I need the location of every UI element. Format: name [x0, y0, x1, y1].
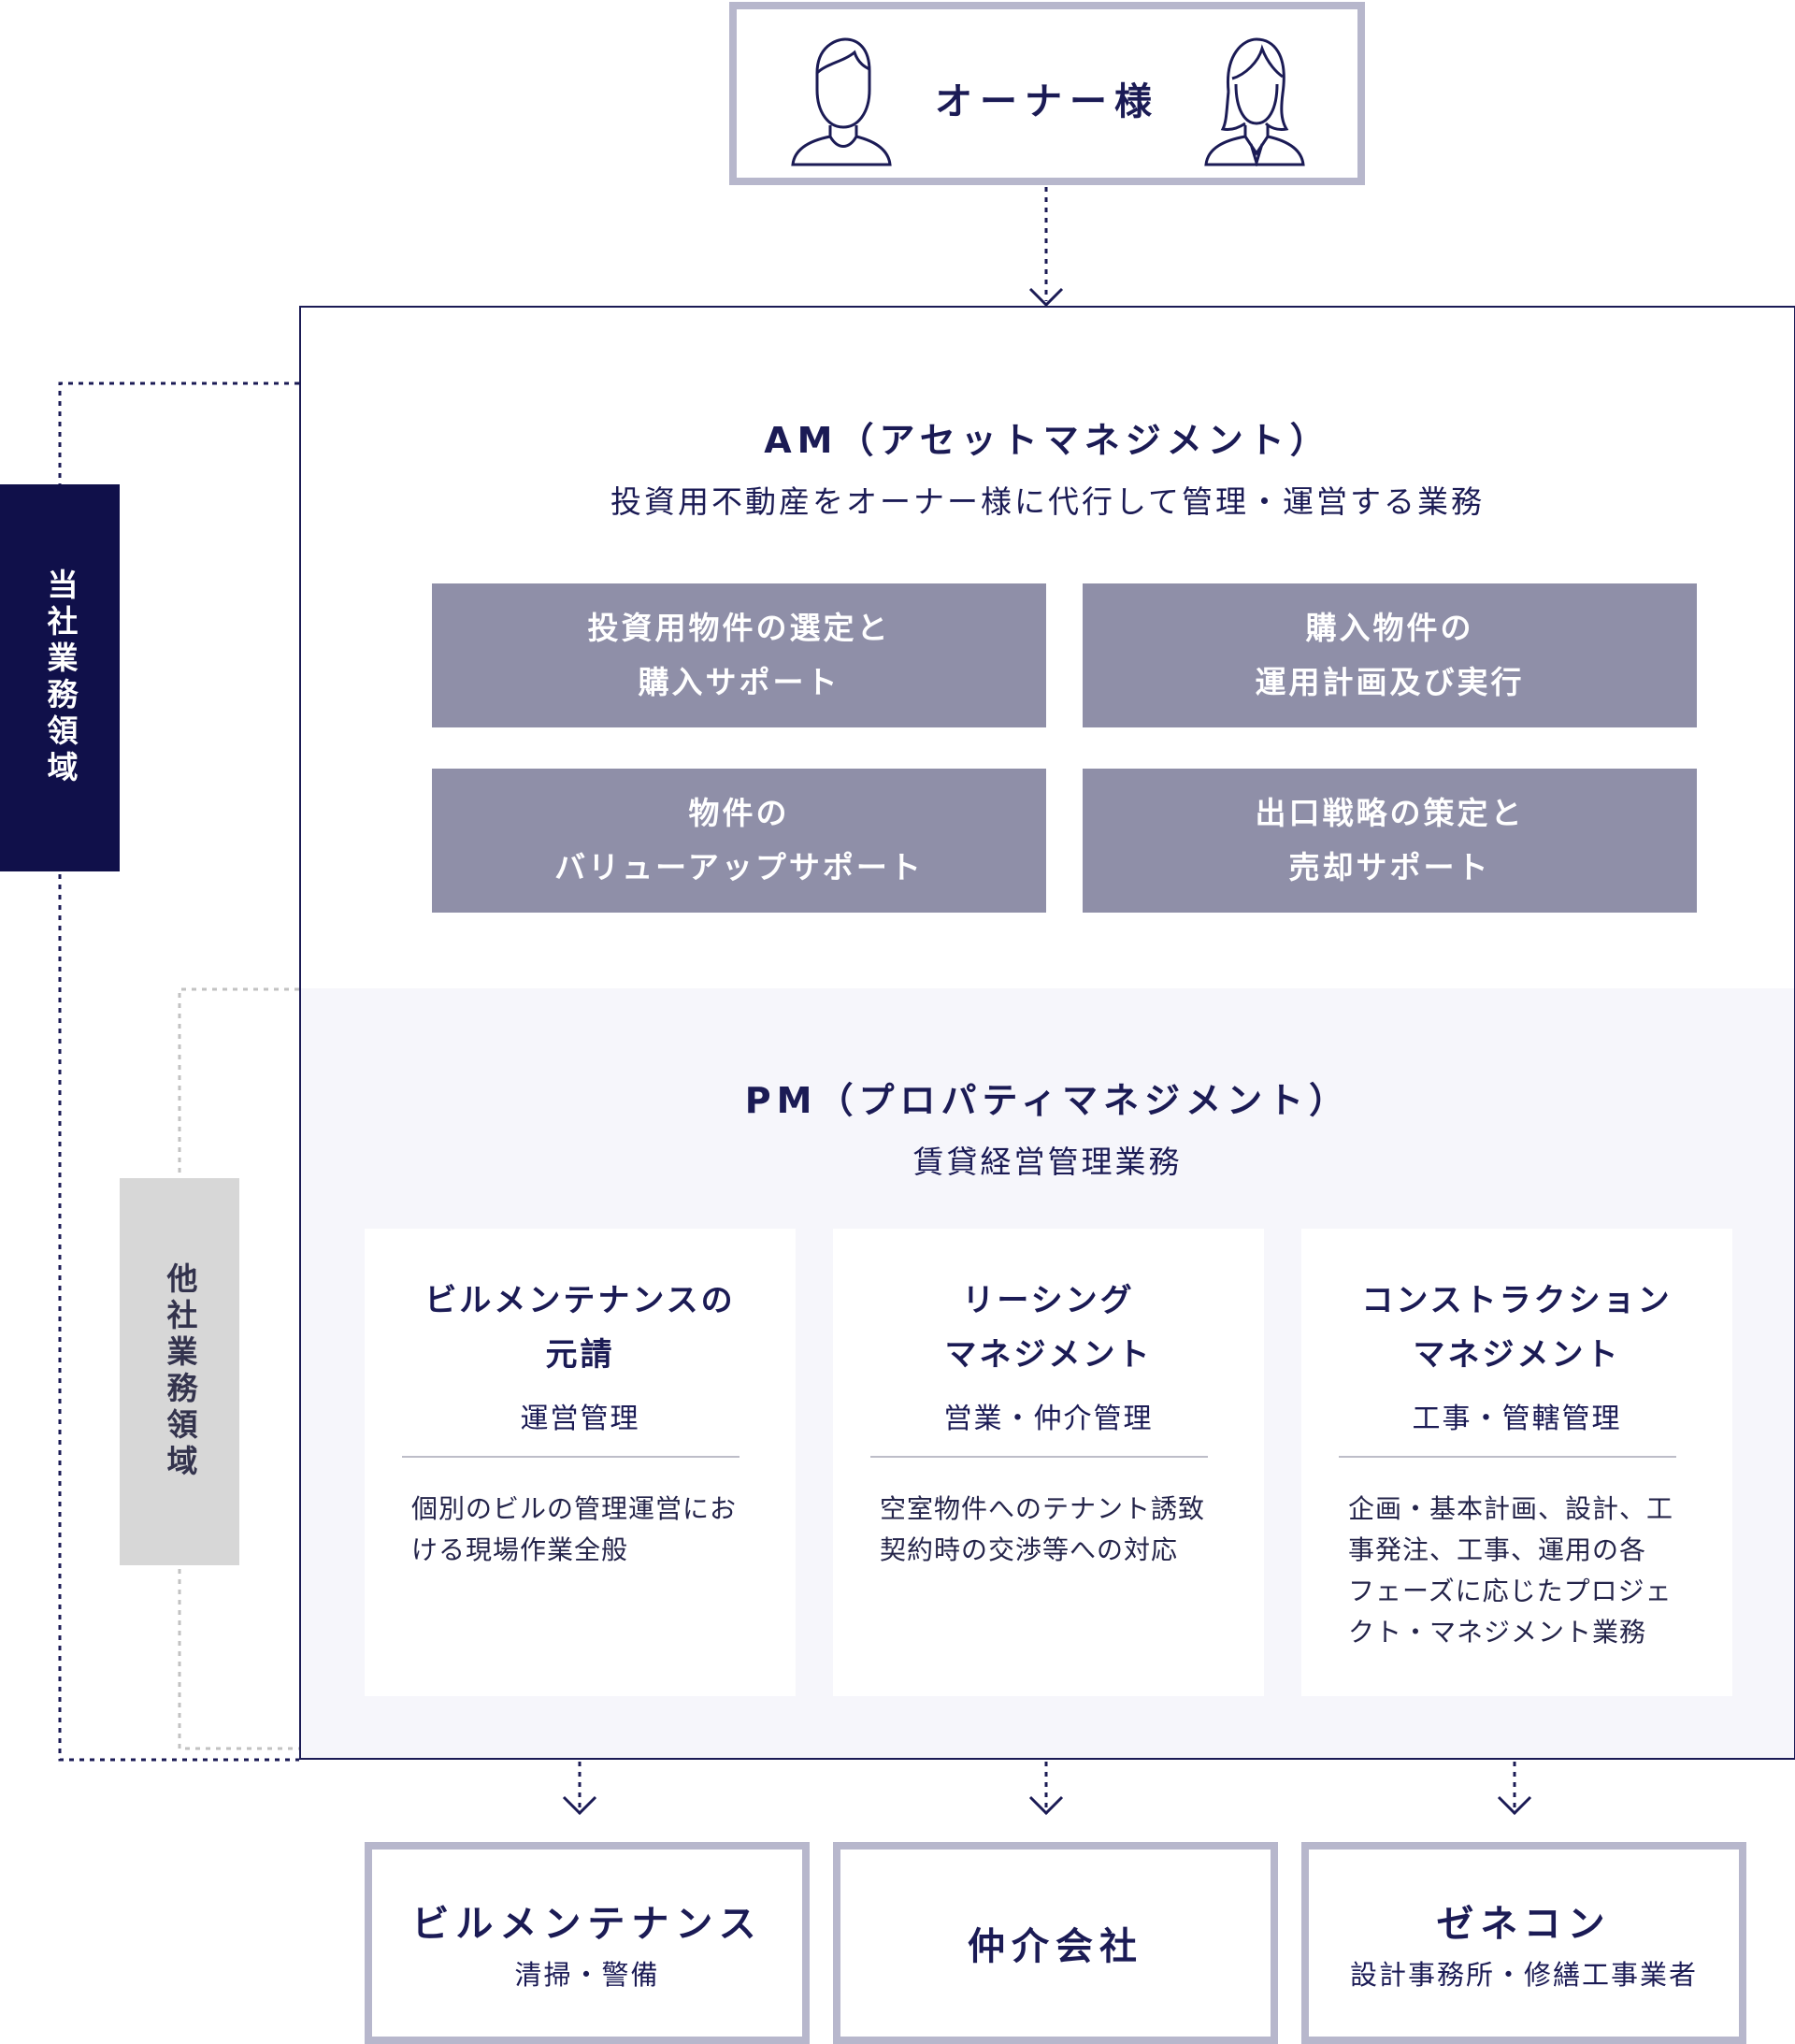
divider: [402, 1456, 740, 1458]
bm-arrow-icon: [562, 1795, 597, 1816]
own-area-bracket: [58, 381, 299, 1762]
am-title: AM（アセットマネジメント）: [764, 420, 1331, 461]
owner-arrow-icon: [1028, 287, 1064, 308]
general-contractor-box: ゼネコン 設計事務所・修繕工事業者: [1301, 1842, 1746, 2044]
pm-title: PM（プロパティマネジメント）: [744, 1080, 1351, 1121]
other-area-bracket: [178, 987, 299, 1750]
owner-title: オーナー様: [935, 80, 1159, 123]
other-business-area-label: 他社業務領域: [120, 1178, 239, 1565]
am-box-exit: 出口戦略の策定と 売却サポート: [1083, 769, 1697, 913]
divider: [870, 1456, 1208, 1458]
broker-arrow-icon: [1028, 1795, 1064, 1816]
pm-card-leasing: リーシング マネジメント 営業・仲介管理 空室物件へのテナント誘致 契約時の交渉…: [833, 1229, 1264, 1696]
owner-box: オーナー様: [729, 2, 1365, 185]
building-maintenance-box: ビルメンテナンス 清掃・警備: [365, 1842, 810, 2044]
am-subtitle: 投資用不動産をオーナー様に代行して管理・運営する業務: [610, 483, 1485, 520]
am-box-value-up: 物件の バリューアップサポート: [432, 769, 1046, 913]
female-person-icon: [1204, 37, 1305, 166]
brokerage-box: 仲介会社: [833, 1842, 1278, 2044]
am-box-operation: 購入物件の 運用計画及び実行: [1083, 583, 1697, 727]
divider: [1339, 1456, 1676, 1458]
pm-subtitle: 賃貸経営管理業務: [912, 1144, 1183, 1180]
genecon-arrow-icon: [1497, 1795, 1532, 1816]
pm-card-construction: コンストラクション マネジメント 工事・管轄管理 企画・基本計画、設計、工 事発…: [1301, 1229, 1732, 1696]
pm-card-building-maintenance: ビルメンテナンスの 元請 運営管理 個別のビルの管理運営にお ける現場作業全般: [365, 1229, 796, 1696]
male-person-icon: [791, 37, 892, 166]
own-business-area-label: 当社業務領域: [0, 484, 120, 871]
am-box-selection: 投資用物件の選定と 購入サポート: [432, 583, 1046, 727]
